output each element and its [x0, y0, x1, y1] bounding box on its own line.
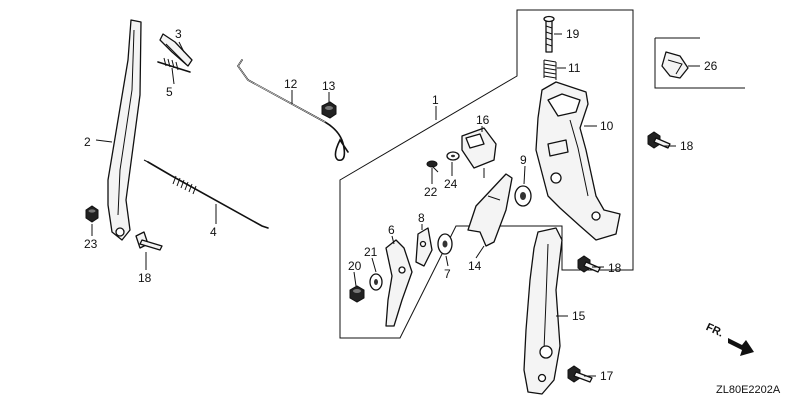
control-lever — [385, 239, 413, 327]
callout-26: 26 — [704, 59, 718, 73]
flange-bolt — [647, 131, 671, 149]
hex-nut — [321, 101, 337, 119]
long-screw — [543, 15, 555, 53]
callout-3: 3 — [175, 27, 182, 41]
callout-5: 5 — [166, 85, 173, 99]
leader-lines — [91, 33, 700, 377]
callout-18b: 18 — [608, 261, 622, 275]
callout-21: 20 — [348, 259, 362, 273]
wire-rod — [237, 59, 349, 162]
hex-nut — [85, 205, 99, 223]
arm-plate — [467, 173, 513, 247]
callout-8: 8 — [418, 211, 425, 225]
direction-label: FR. — [704, 321, 725, 339]
washer — [446, 151, 460, 161]
callout-16: 16 — [476, 113, 490, 127]
callout-20: 19 — [566, 27, 580, 41]
washer — [437, 233, 453, 255]
callout-14: 14 — [468, 259, 482, 273]
assembly-boundary — [339, 9, 634, 339]
lever-arm — [107, 19, 142, 241]
callout-12: 12 — [284, 77, 298, 91]
small-screw — [426, 160, 439, 173]
spring-rod — [143, 159, 269, 229]
clip — [159, 33, 193, 67]
callout-7: 7 — [444, 267, 451, 281]
callout-10: 10 — [600, 119, 614, 133]
callout-25: 24 — [444, 177, 458, 191]
inset-box — [654, 38, 745, 89]
callout-13: 13 — [322, 79, 336, 93]
front-direction-arrow: FR. — [704, 321, 754, 356]
callout-23: 22 — [424, 185, 438, 199]
callout-19: 18 — [138, 271, 152, 285]
diagram-code: ZL80E2202A — [716, 384, 781, 396]
small-spring — [157, 57, 191, 73]
callout-2: 2 — [84, 135, 91, 149]
clip — [661, 51, 689, 79]
t-bolt — [135, 231, 163, 251]
flange-bolt — [567, 365, 593, 383]
callout-6: 6 — [388, 223, 395, 237]
callout-11: 11 — [568, 61, 581, 75]
washer — [369, 273, 383, 291]
bushing — [514, 185, 532, 207]
small-link — [415, 227, 433, 267]
hex-nut — [349, 285, 365, 303]
bracket-plate — [535, 81, 621, 241]
callout-24: 23 — [84, 237, 98, 251]
callout-4: 4 — [210, 225, 217, 239]
long-plate — [523, 227, 563, 395]
coil-spring — [543, 59, 557, 80]
callout-1: 1 — [432, 93, 439, 107]
switch — [461, 127, 497, 178]
callout-18a: 18 — [680, 139, 694, 153]
callout-9: 9 — [520, 153, 527, 167]
callout-17: 17 — [600, 369, 614, 383]
callout-22: 21 — [364, 245, 378, 259]
callout-15: 15 — [572, 309, 586, 323]
